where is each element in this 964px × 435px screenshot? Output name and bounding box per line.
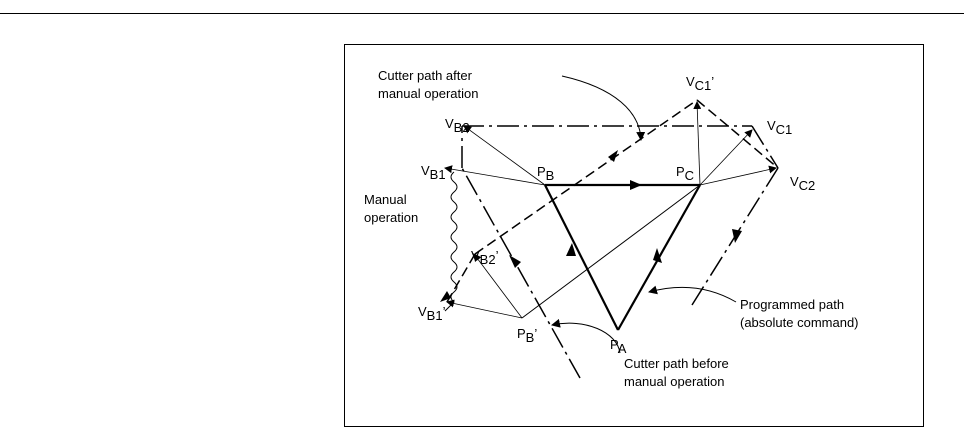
label-vb1: VB1 (421, 163, 446, 182)
leader-programmed (648, 285, 737, 303)
label-vb2: VB2 (445, 116, 470, 135)
offset-vectors (444, 101, 777, 319)
top-rule (0, 13, 964, 14)
label-pa: PA (610, 337, 627, 356)
vector-pbprime-vb2prime (473, 253, 523, 319)
vector-pb-vb1 (444, 165, 546, 186)
wavy-arrowhead (440, 291, 451, 302)
vector-pc-vc2 (699, 165, 777, 186)
arrow-before-right (732, 229, 742, 243)
label-vc1: VC1 (767, 118, 792, 137)
arrow-before-left (509, 255, 521, 268)
vector-pb-vb2 (463, 125, 546, 186)
programmed-triangle (544, 183, 701, 331)
vector-pc-vc1 (699, 129, 753, 186)
label-pc: PC (676, 164, 694, 183)
label-vb1-prime: VB1’ (418, 304, 446, 323)
leader-cutter-after (561, 75, 646, 141)
label-pb-prime: PB’ (517, 326, 537, 345)
annotation-programmed-1: Programmed path (740, 297, 844, 312)
vector-pbprime-vb1prime (446, 299, 523, 319)
cutter-path-after (446, 99, 779, 303)
arrow-after-path (608, 150, 618, 162)
manual-operation-wavy-line (444, 171, 458, 312)
label-vc2: VC2 (790, 174, 815, 193)
leader-cutter-before (551, 318, 621, 354)
label-vb2-prime: VB2’ (471, 248, 499, 267)
annotation-cutter-after-1: Cutter path after (378, 68, 473, 83)
annotation-manual-2: operation (364, 210, 418, 225)
diagram-frame (344, 44, 924, 427)
label-pb: PB (537, 164, 554, 183)
arrow-pa-pb (566, 243, 576, 256)
annotation-cutter-before-1: Cutter path before (624, 356, 729, 371)
edge-pa-pb (544, 184, 619, 331)
arrow-pc-pa (653, 248, 662, 263)
line-pbprime-pc (521, 184, 701, 319)
annotation-programmed-2: (absolute command) (740, 315, 859, 330)
vector-pc-vc1prime (693, 101, 702, 186)
annotation-cutter-before-2: manual operation (624, 374, 724, 389)
annotation-manual-1: Manual (364, 192, 407, 207)
label-vc1-prime: VC1’ (686, 74, 714, 93)
annotation-cutter-after-2: manual operation (378, 86, 478, 101)
arrow-pb-pc (630, 180, 642, 190)
